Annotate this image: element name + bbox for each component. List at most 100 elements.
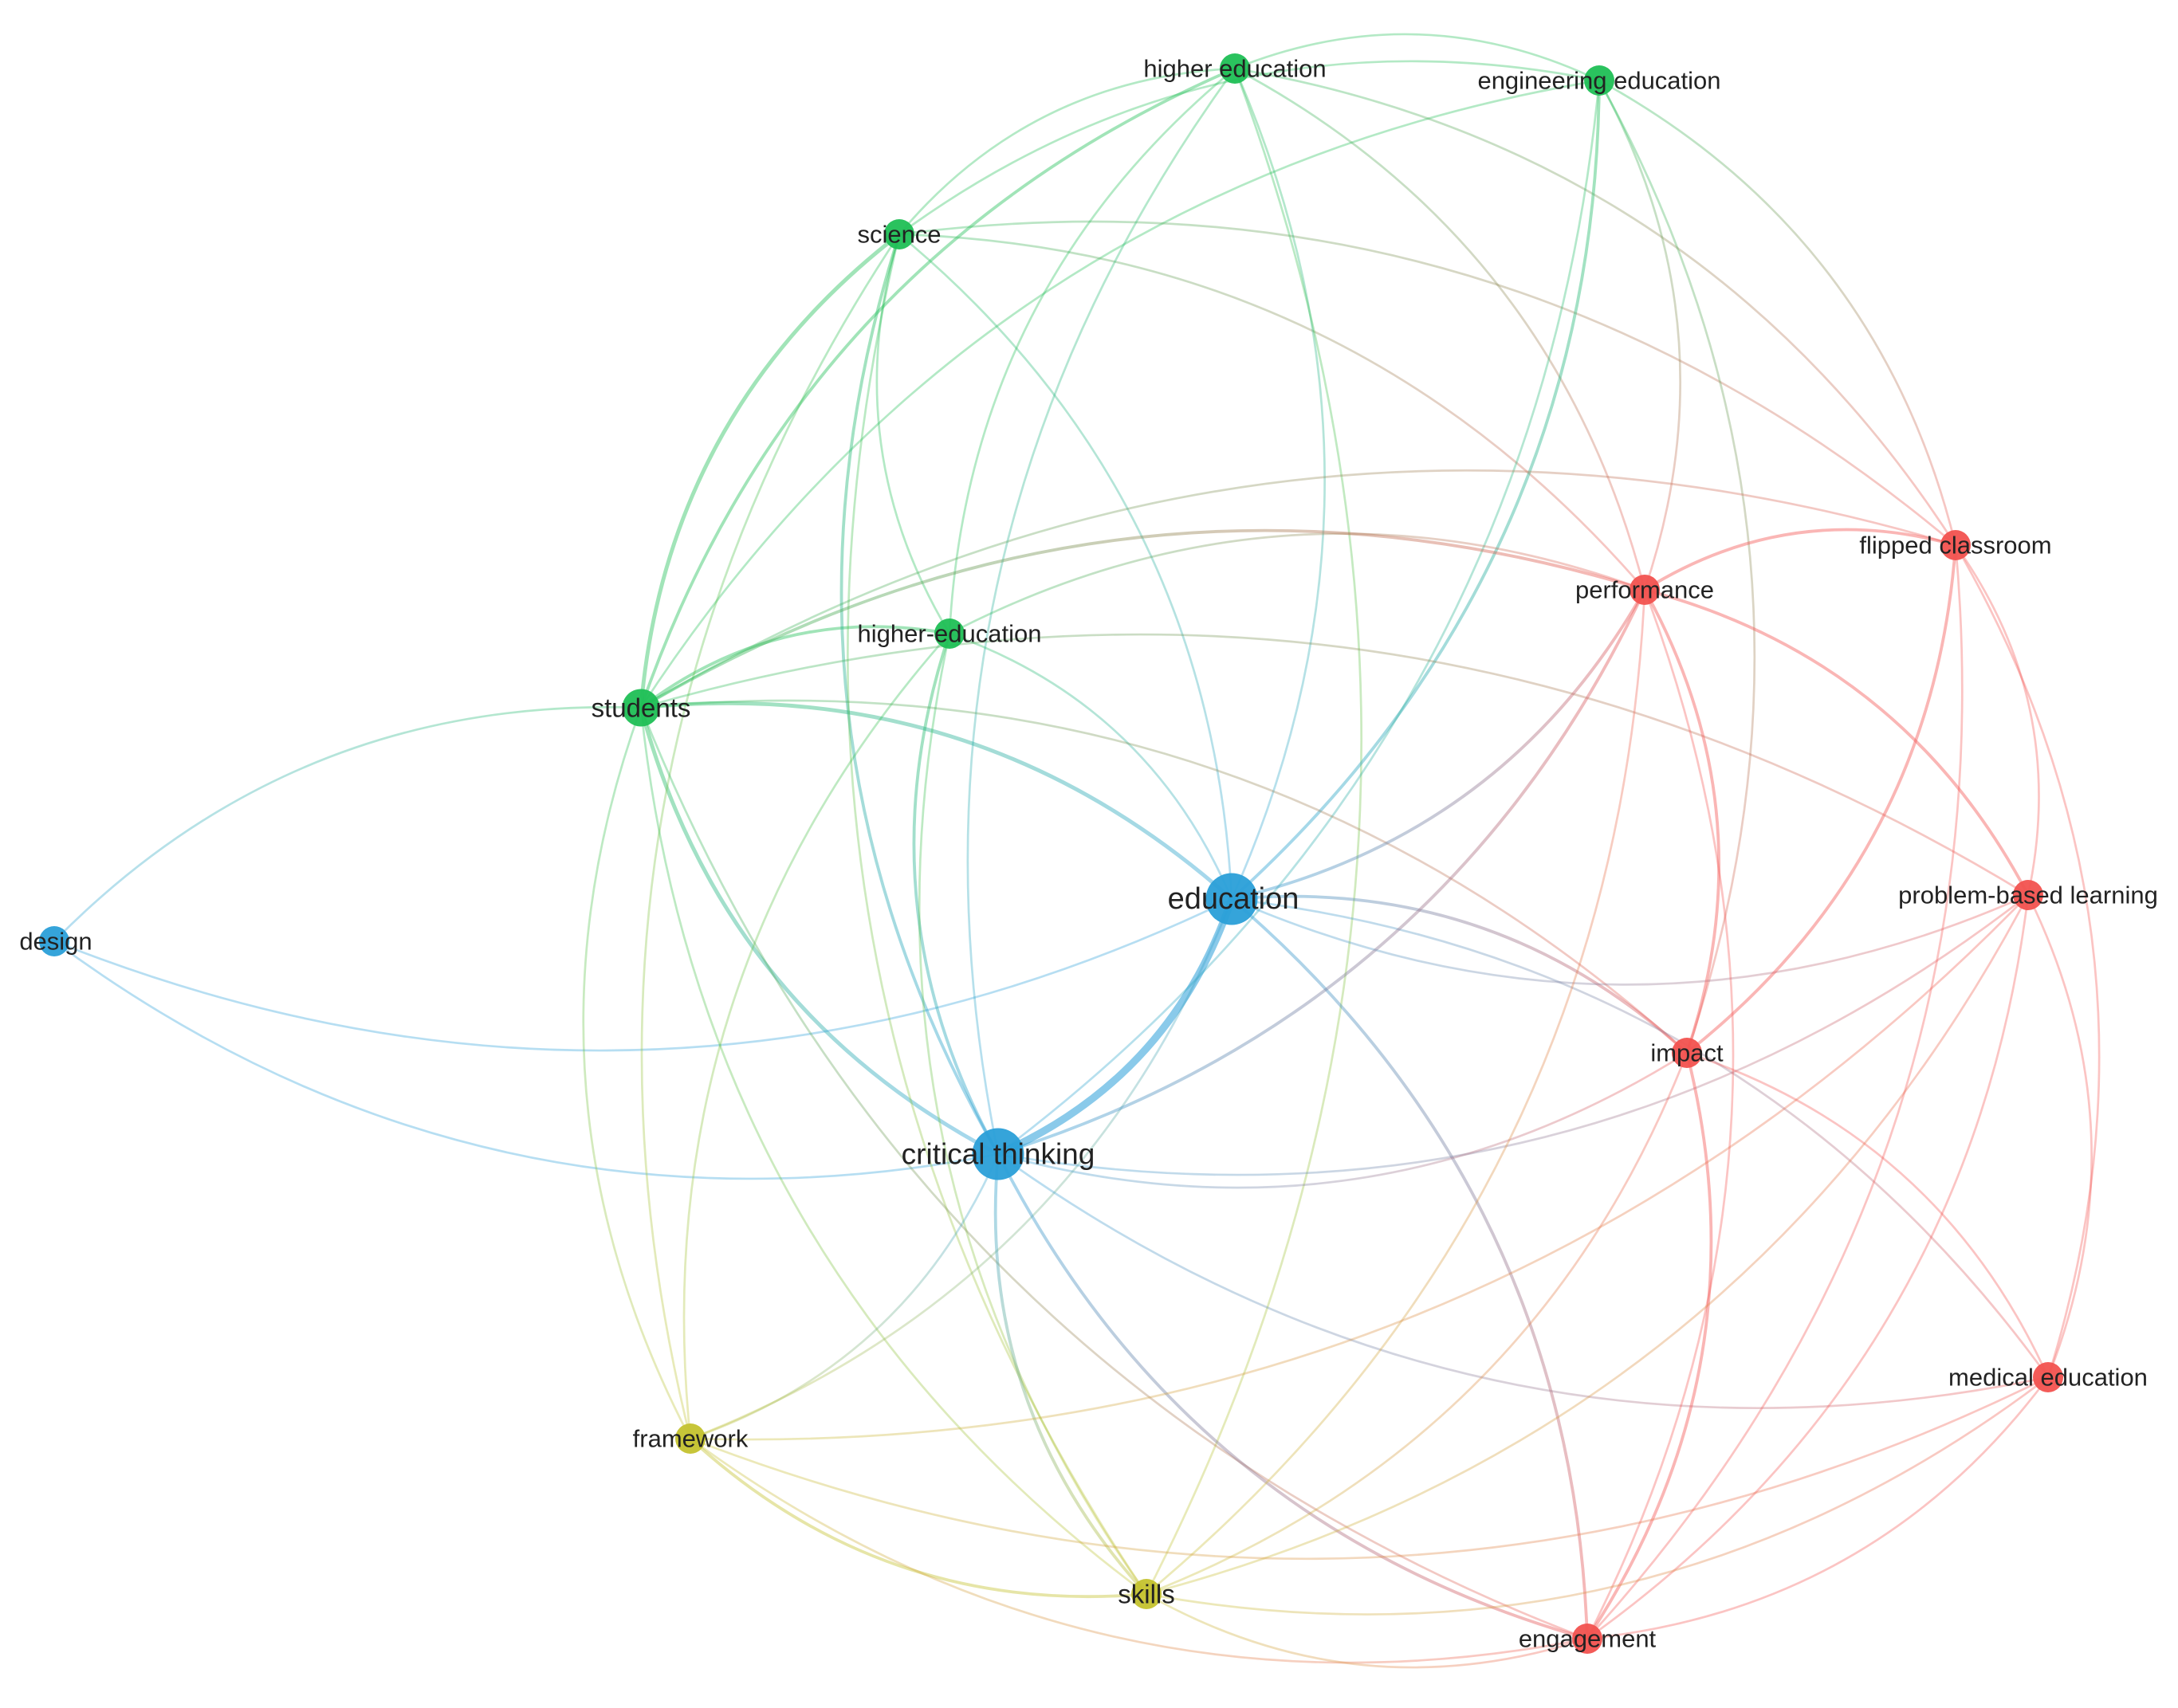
node-label-flipped-classroom: flipped classroom [1859,532,2051,560]
edge-engineering_education-critical_thinking [997,79,1601,1156]
edge-problem_based_learning-framework [689,893,2030,1441]
node-design[interactable] [39,926,69,956]
edge-critical_thinking-medical_education [997,1152,2050,1410]
node-medical-education[interactable] [2033,1362,2063,1392]
edge-science-performance [898,233,1646,591]
node-engagement[interactable] [1572,1624,1602,1654]
edge-science-framework [640,233,901,1440]
edge-design-students [53,705,643,943]
edge-education-performance [1230,588,1646,901]
edge-students-problem_based_learning [639,633,2030,897]
edge-performance-engagement [1586,588,1735,1640]
edge-critical_thinking-framework [689,1152,1000,1440]
edge-flipped_classroom-impact [1685,544,1957,1054]
edge-flipped_classroom-medical_education [1954,544,2101,1379]
edge-education-medical_education [1230,897,2050,1379]
edge-flipped_classroom-problem_based_learning [1954,544,2040,897]
edge-critical_thinking-engagement [997,1152,1589,1640]
edge-impact-medical_education [1685,1051,2050,1379]
node-education[interactable] [1205,873,1258,925]
node-label-framework: framework [633,1425,749,1453]
edge-framework-medical_education [689,1376,2050,1561]
edge-engineering_education-education [1230,79,1601,901]
edge-education-impact [1230,894,1689,1054]
edge-science-education [898,233,1233,901]
edge-design-education [53,897,1233,1052]
edge-education-problem_based_learning [1230,893,2030,986]
edge-performance-skills [1145,588,1646,1596]
node-performance[interactable] [1630,575,1660,605]
node-label-impact: impact [1650,1039,1724,1067]
edge-students-skills [639,706,1148,1596]
node-engineering-education[interactable] [1584,65,1614,96]
edge-higher_education-critical_thinking [966,67,1236,1156]
edge-performance-impact [1643,588,1721,1054]
node-label-medical-education: medical education [1948,1364,2148,1392]
edge-framework-skills [689,1437,1148,1599]
node-label-design: design [19,928,92,956]
edge-critical_thinking-problem_based_learning [997,893,2030,1176]
edge-problem_based_learning-medical_education [2027,893,2093,1379]
labels-layer: higher education engineering education sci… [19,55,2158,1653]
node-label-students: students [592,693,691,723]
edge-impact-engagement [1586,1051,1713,1640]
edge-students-framework [582,706,692,1440]
edge-higher_hyphen_education-critical_thinking [912,632,1000,1156]
node-label-performance: performance [1575,576,1714,604]
edge-students-education [639,701,1234,901]
node-impact[interactable] [1672,1038,1702,1068]
edge-students-critical_thinking [639,705,1001,1156]
node-problem-based-learning[interactable] [2013,880,2043,910]
node-framework[interactable] [675,1423,706,1454]
node-science[interactable] [884,219,914,249]
edge-higher_education-performance [1233,67,1646,591]
edge-impact-skills [1145,1051,1689,1596]
edge-engineering_education-impact [1598,79,1756,1054]
node-label-higher-education: higher education [1143,55,1326,83]
edge-students-engagement [639,706,1589,1640]
edge-critical_thinking-skills [993,1152,1148,1596]
edge-medical_education-engagement [1586,1376,2050,1640]
edge-higher_education-flipped_classroom [1233,67,1957,547]
edge-students-impact [639,699,1689,1054]
node-critical-thinking[interactable] [972,1128,1024,1180]
edge-engineering_education-students [639,79,1601,709]
node-label-critical-thinking: critical thinking [902,1138,1095,1171]
node-higher-hyphen-education[interactable] [934,618,965,649]
edge-skills-engagement [1145,1592,1589,1669]
edge-science-higher_hyphen_education [875,233,951,635]
edge-science-critical_thinking [839,233,1000,1156]
edge-flipped_classroom-engagement [1586,544,1964,1640]
edge-higher_hyphen_education-education [948,632,1233,901]
edge-problem_based_learning-skills [1145,893,2030,1596]
edges-layer [53,33,2101,1669]
edge-higher_hyphen_education-performance [948,532,1646,635]
node-higher-education[interactable] [1220,53,1250,84]
edge-design-critical_thinking [53,940,1000,1180]
edge-education-framework [689,897,1233,1440]
node-label-higher-hyphen-education: higher-education [858,620,1042,648]
edge-students-performance [639,528,1646,709]
edge-performance-flipped_classroom [1643,528,1957,591]
edge-higher_education-engineering_education [1233,33,1601,82]
edge-problem_based_learning-engagement [1586,893,2030,1640]
edge-framework-engagement [689,1437,1589,1664]
node-label-education: education [1168,882,1299,916]
edge-science-flipped_classroom [898,220,1957,547]
node-skills[interactable] [1131,1579,1162,1609]
edge-engineering_education-performance [1598,79,1682,591]
node-students[interactable] [622,689,660,727]
edge-science-students [639,232,902,710]
node-flipped-classroom[interactable] [1940,530,1971,560]
edge-critical_thinking-impact [997,1051,1689,1189]
edge-engineering_education-flipped_classroom [1598,79,1957,547]
edge-higher_hyphen_education-framework [682,632,951,1440]
node-label-science: science [857,221,941,249]
node-label-engineering-education: engineering education [1477,67,1720,95]
edge-higher_education-skills [1145,67,1363,1596]
edge-higher_hyphen_education-students [639,625,951,709]
nodes-layer [39,53,2063,1654]
node-label-problem-based-learning: problem-based learning [1898,881,2158,909]
edge-higher_education-students [639,67,1236,709]
